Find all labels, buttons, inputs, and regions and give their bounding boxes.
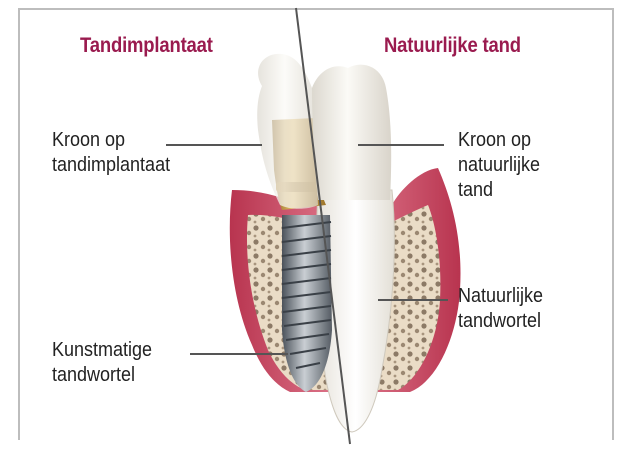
label-natural-crown: Kroon op natuurlijke tand [458,128,540,203]
leader-implant-crown [166,144,262,146]
label-implant-crown-line2: tandimplantaat [52,153,170,178]
leader-natural-root [378,299,448,301]
label-natural-root-line1: Natuurlijke [458,284,543,309]
leader-natural-crown [358,144,444,146]
heading-implant: Tandimplantaat [80,34,213,58]
natural-tooth-crown [312,65,391,200]
leader-artificial-root [190,353,288,355]
label-artificial-root: Kunstmatige tandwortel [52,338,152,388]
heading-natural-tooth: Natuurlijke tand [384,34,521,58]
label-natural-crown-line1: Kroon op [458,128,540,153]
label-natural-root-line2: tandwortel [458,309,543,334]
label-implant-crown: Kroon op tandimplantaat [52,128,170,178]
implant-crown [257,54,318,209]
label-natural-crown-line3: tand [458,178,540,203]
label-implant-crown-line1: Kroon op [52,128,170,153]
label-artificial-root-line2: tandwortel [52,363,152,388]
label-natural-crown-line2: natuurlijke [458,153,540,178]
label-natural-root: Natuurlijke tandwortel [458,284,543,334]
label-artificial-root-line1: Kunstmatige [52,338,152,363]
